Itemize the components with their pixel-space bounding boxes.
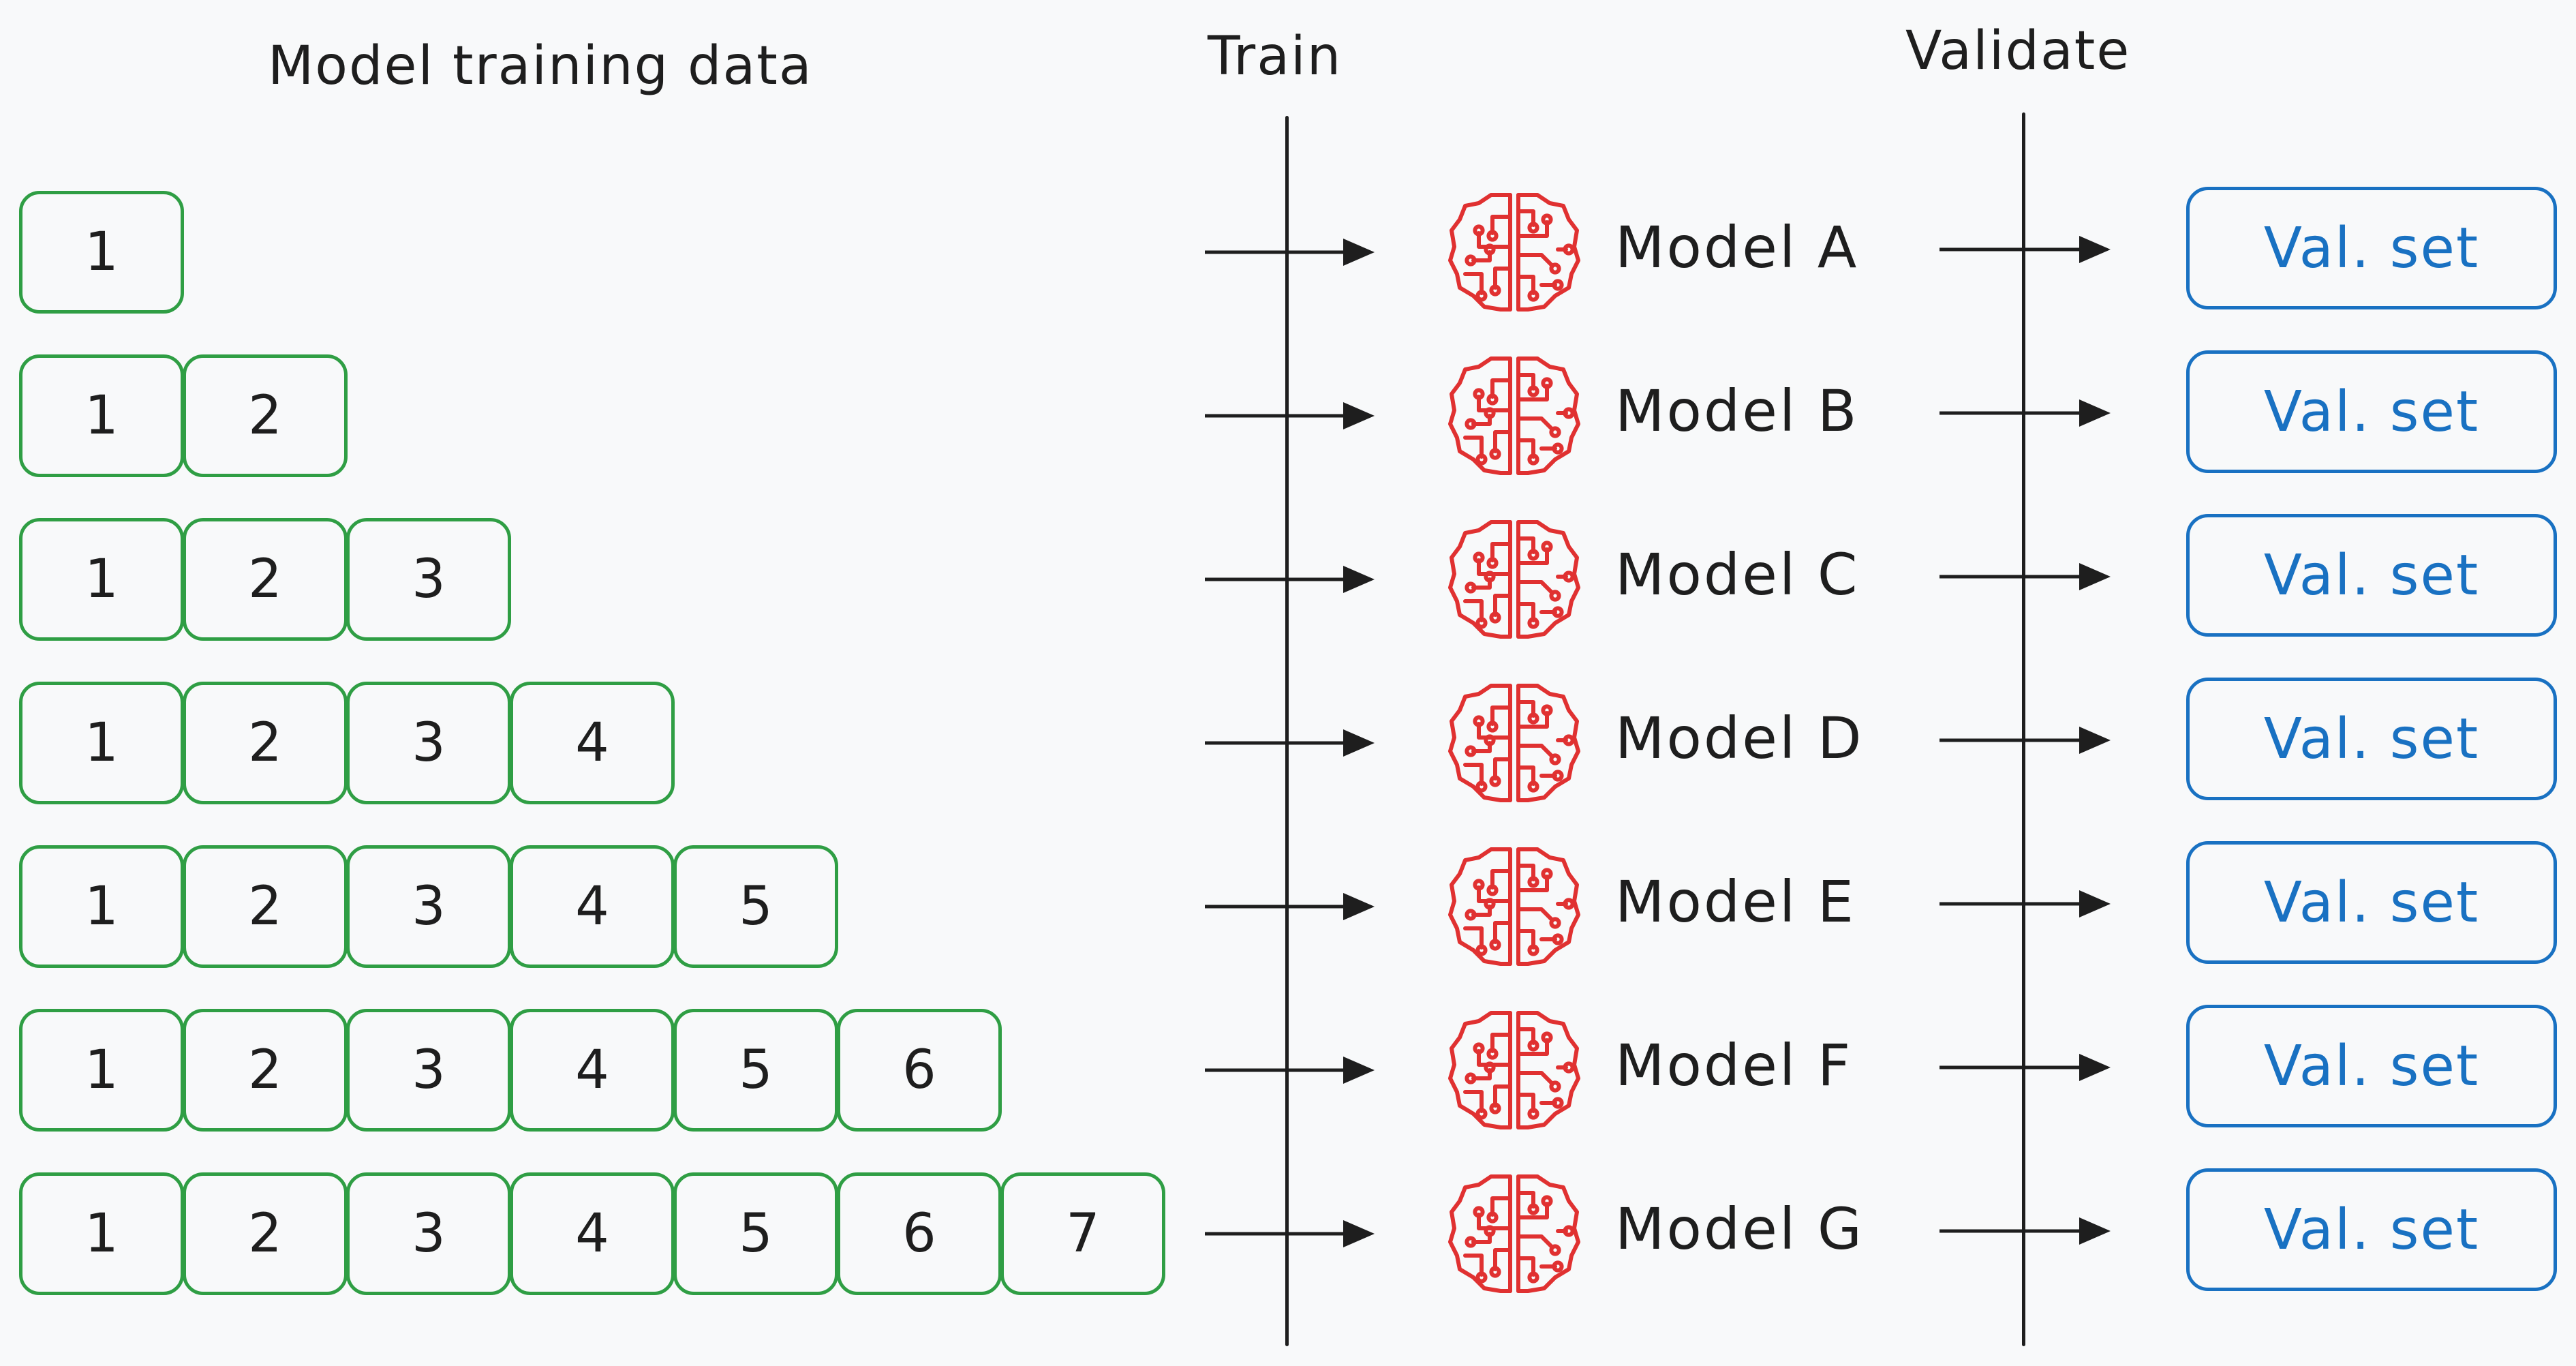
brain-circuit-icon (1448, 1174, 1580, 1293)
data-fold-block: 1 (19, 518, 184, 641)
validate-arrow (1939, 563, 2111, 590)
train-arrow (1205, 729, 1375, 757)
validation-set-box: Val. set (2186, 350, 2557, 473)
validate-arrow (1939, 1217, 2111, 1245)
data-fold-block: 5 (673, 1172, 838, 1295)
brain-circuit-icon (1448, 684, 1580, 802)
brain-circuit-icon (1448, 520, 1580, 639)
validation-set-box: Val. set (2186, 841, 2557, 964)
data-fold-block: 2 (183, 1172, 348, 1295)
data-fold-block: 1 (19, 845, 184, 968)
data-fold-block: 5 (673, 1009, 838, 1132)
data-fold-block: 3 (346, 1172, 511, 1295)
data-fold-block: 3 (346, 518, 511, 641)
train-heading: Train (1208, 26, 1343, 87)
model-label: Model G (1615, 1196, 1864, 1262)
data-fold-block: 4 (510, 1172, 675, 1295)
data-fold-block: 1 (19, 191, 184, 314)
validate-heading: Validate (1905, 20, 2131, 82)
data-fold-block: 2 (183, 682, 348, 804)
validation-set-box: Val. set (2186, 678, 2557, 800)
model-label: Model A (1615, 214, 1859, 281)
validate-arrow (1939, 236, 2111, 263)
data-fold-block: 1 (19, 1009, 184, 1132)
data-fold-block: 3 (346, 1009, 511, 1132)
train-arrow (1205, 1220, 1375, 1247)
data-fold-block: 3 (346, 682, 511, 804)
train-arrow (1205, 402, 1375, 429)
brain-circuit-icon (1448, 1011, 1580, 1129)
data-fold-block: 4 (510, 682, 675, 804)
data-fold-block: 1 (19, 1172, 184, 1295)
data-fold-block: 2 (183, 518, 348, 641)
data-fold-block: 7 (1000, 1172, 1165, 1295)
validate-divider-line (2022, 112, 2025, 1346)
data-fold-block: 1 (19, 682, 184, 804)
data-fold-block: 5 (673, 845, 838, 968)
train-arrow (1205, 1057, 1375, 1084)
validation-set-box: Val. set (2186, 1168, 2557, 1291)
model-label: Model C (1615, 541, 1860, 608)
model-label: Model B (1615, 378, 1859, 444)
brain-circuit-icon (1448, 847, 1580, 966)
data-fold-block: 4 (510, 845, 675, 968)
data-fold-block: 6 (837, 1009, 1002, 1132)
brain-circuit-icon (1448, 193, 1580, 312)
brain-circuit-icon (1448, 356, 1580, 475)
data-fold-block: 3 (346, 845, 511, 968)
validate-arrow (1939, 399, 2111, 427)
data-fold-block: 6 (837, 1172, 1002, 1295)
validate-arrow (1939, 727, 2111, 754)
validate-arrow (1939, 890, 2111, 917)
model-label: Model E (1615, 868, 1856, 935)
data-fold-block: 4 (510, 1009, 675, 1132)
data-fold-block: 2 (183, 354, 348, 477)
validate-arrow (1939, 1054, 2111, 1081)
model-label: Model D (1615, 705, 1864, 772)
train-divider-line (1285, 116, 1289, 1346)
data-fold-block: 1 (19, 354, 184, 477)
data-fold-block: 2 (183, 845, 348, 968)
data-fold-block: 2 (183, 1009, 348, 1132)
train-arrow (1205, 893, 1375, 920)
validation-set-box: Val. set (2186, 514, 2557, 637)
validation-set-box: Val. set (2186, 1005, 2557, 1127)
training-data-heading: Model training data (268, 35, 813, 97)
model-label: Model F (1615, 1032, 1853, 1099)
train-arrow (1205, 239, 1375, 266)
validation-set-box: Val. set (2186, 187, 2557, 309)
train-arrow (1205, 566, 1375, 593)
